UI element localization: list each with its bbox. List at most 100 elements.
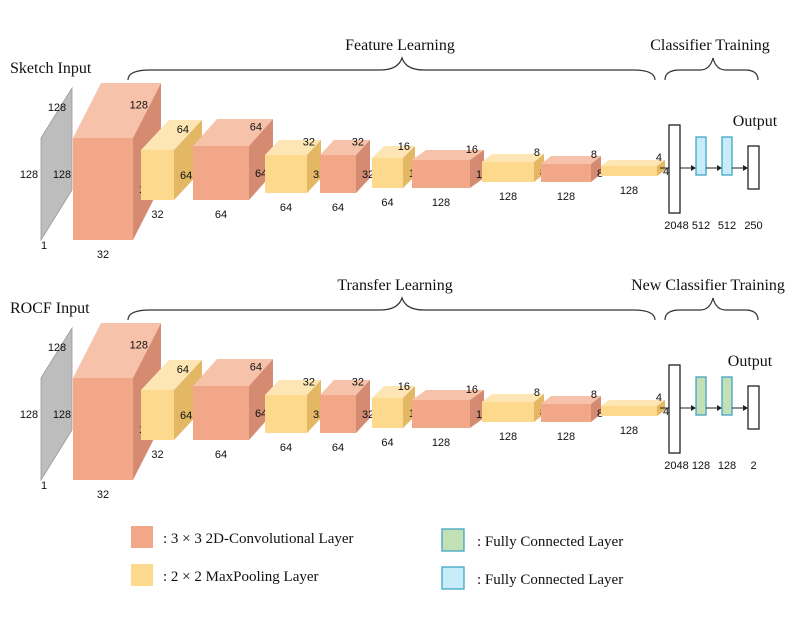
bottom-block-9-dim-top: 8	[591, 389, 597, 401]
bottom-fc-layer-3	[721, 376, 733, 416]
top-block-3-dim-side: 64	[255, 168, 267, 180]
bottom-input-dim-left: 128	[20, 409, 38, 421]
bottom-block-5-dim-side: 32	[362, 409, 374, 421]
top-fc-layer-3	[721, 136, 733, 176]
legend-fc-blue-swatch	[441, 566, 465, 590]
bottom-conv-block-7	[412, 390, 484, 428]
top-block-3-channels: 64	[215, 209, 227, 221]
top-block-2-dim-top: 64	[177, 124, 189, 136]
top-block-10-channels: 128	[620, 185, 638, 197]
top-block-5-dim-side: 32	[362, 169, 374, 181]
bottom-block-1-channels: 32	[97, 489, 109, 501]
bottom-block-9-channels: 128	[557, 431, 575, 443]
bottom-block-10-channels: 128	[620, 425, 638, 437]
bottom-block-8-channels: 128	[499, 431, 517, 443]
top-block-6-dim-top: 16	[398, 141, 410, 153]
bottom-input-dim-top: 128	[48, 342, 66, 354]
top-fc-arrowhead-1	[691, 165, 696, 171]
bottom-classifier-section-title: New Classifier Training	[631, 277, 785, 294]
bottom-conv-block-9	[541, 396, 601, 422]
bottom-block-4-dim-top: 32	[303, 377, 315, 389]
bottom-classifier-brace	[664, 297, 759, 321]
top-fc-arrowhead-2	[717, 165, 722, 171]
top-block-7-dim-top: 16	[466, 144, 478, 156]
top-pool-block-6	[372, 146, 415, 188]
top-output-label: Output	[733, 113, 778, 130]
bottom-fc-layer-2	[695, 376, 707, 416]
top-classifier-brace	[664, 57, 759, 81]
bottom-input-dim-depth: 1	[41, 480, 47, 492]
legend-conv-swatch	[131, 526, 153, 548]
top-block-2-dim-side: 64	[180, 170, 192, 182]
bottom-block-7-dim-top: 16	[466, 384, 478, 396]
bottom-block-5-channels: 64	[332, 442, 344, 454]
top-feature-section-title: Feature Learning	[345, 37, 455, 54]
bottom-fc-label-3: 128	[718, 460, 736, 472]
top-block-9-channels: 128	[557, 191, 575, 203]
top-block-9-dim-top: 8	[591, 149, 597, 161]
top-block-10-dim-top: 4	[656, 152, 662, 164]
top-block-6-channels: 64	[381, 197, 393, 209]
top-block-7-channels: 128	[432, 197, 450, 209]
top-block-2-channels: 32	[151, 209, 163, 221]
bottom-block-5-dim-top: 32	[352, 377, 364, 389]
top-input-label: Sketch Input	[10, 60, 92, 77]
legend-fc-green-label: : Fully Connected Layer	[477, 534, 623, 550]
top-fc-label-2: 512	[692, 220, 710, 232]
top-input-dim-left: 128	[20, 169, 38, 181]
bottom-fc-arrowhead-1	[691, 405, 696, 411]
top-fc-label-4: 250	[744, 220, 762, 232]
top-input-dim-mid: 128	[53, 169, 71, 181]
bottom-input-slab	[40, 326, 73, 482]
top-conv-block-9	[541, 156, 601, 182]
legend-fc-blue-label: : Fully Connected Layer	[477, 572, 623, 588]
bottom-output-label: Output	[728, 353, 773, 370]
top-block-3-dim-top: 64	[250, 122, 262, 134]
legend-pool-swatch	[131, 564, 153, 586]
bottom-input-dim-mid: 128	[53, 409, 71, 421]
legend-fc-green-swatch	[441, 528, 465, 552]
bottom-feature-brace	[127, 296, 656, 321]
top-input-dim-depth: 1	[41, 240, 47, 252]
bottom-block-10-dim-top: 4	[656, 392, 662, 404]
bottom-block-3-dim-top: 64	[250, 362, 262, 374]
top-classifier-section-title: Classifier Training	[650, 37, 770, 54]
top-fc-arrowhead-3	[743, 165, 748, 171]
bottom-block-9-dim-side: 8	[597, 408, 603, 420]
bottom-fc-layer-4	[747, 385, 760, 430]
bottom-feature-section-title: Transfer Learning	[337, 277, 452, 294]
bottom-fc-label-4: 2	[750, 460, 756, 472]
top-block-4-channels: 64	[280, 202, 292, 214]
bottom-fc-label-1: 2048	[664, 460, 688, 472]
top-fc-label-1: 2048	[664, 220, 688, 232]
bottom-block-6-dim-top: 16	[398, 381, 410, 393]
top-input-dim-top: 128	[48, 102, 66, 114]
top-block-8-channels: 128	[499, 191, 517, 203]
bottom-block-1-dim-top: 128	[130, 340, 148, 352]
bottom-pool-block-8	[482, 394, 544, 422]
bottom-block-3-dim-side: 64	[255, 408, 267, 420]
bottom-block-2-dim-side: 64	[180, 410, 192, 422]
bottom-block-7-channels: 128	[432, 437, 450, 449]
top-pool-block-8	[482, 154, 544, 182]
top-block-4-dim-top: 32	[303, 137, 315, 149]
top-input-slab	[40, 86, 73, 242]
top-block-5-channels: 64	[332, 202, 344, 214]
bottom-conv-block-1	[73, 323, 161, 480]
top-fc-label-3: 512	[718, 220, 736, 232]
bottom-fc-arrowhead-2	[717, 405, 722, 411]
legend-conv-label: : 3 × 3 2D-Convolutional Layer	[163, 531, 354, 547]
top-block-8-dim-top: 8	[534, 147, 540, 159]
bottom-fc-arrowhead-3	[743, 405, 748, 411]
bottom-conv-block-3	[193, 359, 273, 440]
bottom-block-2-dim-top: 64	[177, 364, 189, 376]
top-pool-block-2	[141, 120, 202, 200]
top-fc-layer-4	[747, 145, 760, 190]
bottom-fc-layer-1	[668, 364, 681, 454]
top-fc-layer-2	[695, 136, 707, 176]
bottom-block-2-channels: 32	[151, 449, 163, 461]
top-block-1-channels: 32	[97, 249, 109, 261]
bottom-block-8-dim-top: 8	[534, 387, 540, 399]
